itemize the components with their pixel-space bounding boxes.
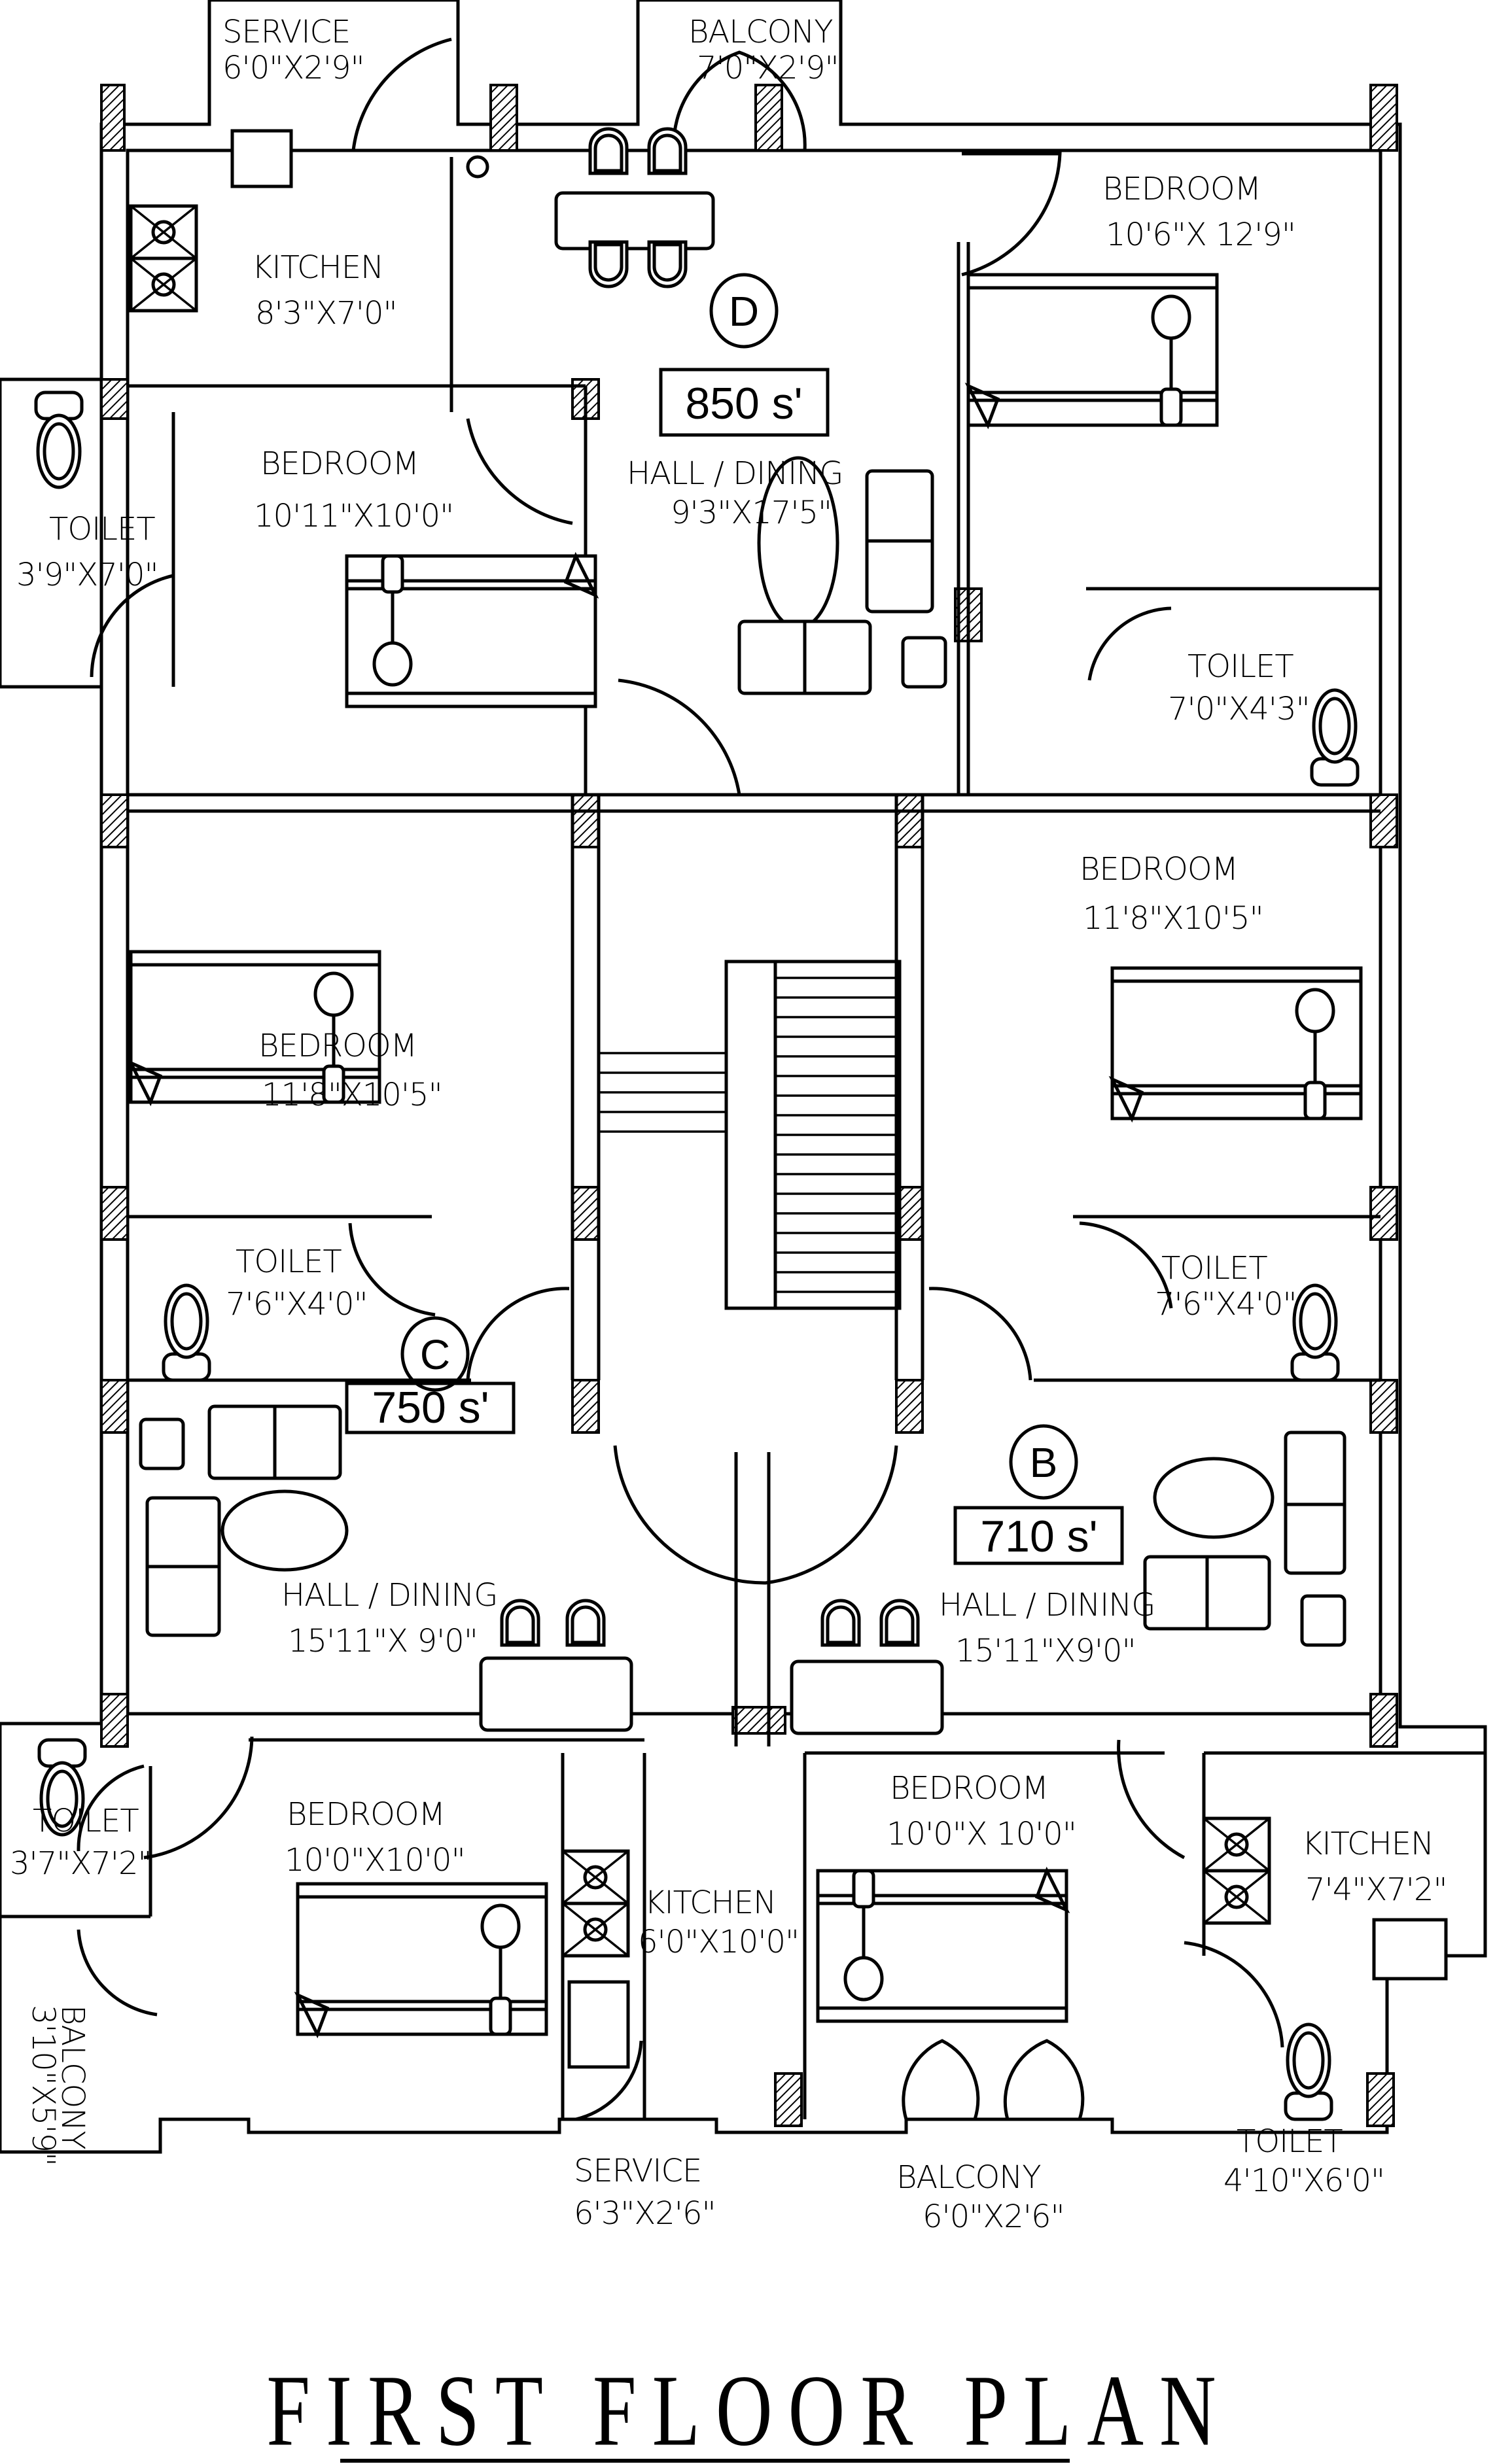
room-size: 15'11"X 9'0" xyxy=(288,1623,478,1659)
room-name: BEDROOM xyxy=(1102,171,1261,207)
room-service-c: SERVICE 6'3"X2'6" xyxy=(574,2153,716,2232)
room-name: KITCHEN xyxy=(644,1884,776,1921)
outer-walls xyxy=(0,0,1487,2154)
room-kitchen-b: KITCHEN 7'4"X7'2" xyxy=(1302,1826,1448,1908)
room-name: TOILET xyxy=(236,1243,342,1280)
room-size: 3'10"X5'9" xyxy=(25,2005,62,2166)
room-name: BALCONY xyxy=(54,2005,91,2149)
room-bedroom-b2: BEDROOM 10'0"X 10'0" xyxy=(887,1770,1077,1852)
unit-b-marker: B 710 s' xyxy=(953,1424,1124,1565)
plan-title: FIRST FLOOR PLAN xyxy=(266,2355,1231,2464)
room-size: 6'0"X2'6" xyxy=(923,2198,1064,2235)
unit-id: B xyxy=(1030,1439,1058,1486)
interior-walls xyxy=(0,157,1485,2119)
room-size: 7'6"X4'0" xyxy=(1155,1286,1297,1323)
room-name: KITCHEN xyxy=(1302,1826,1433,1862)
room-name: TOILET xyxy=(1237,2123,1343,2160)
door-swings xyxy=(77,37,1284,2121)
room-size: 10'0"X10'0" xyxy=(285,1842,465,1879)
unit-d-marker: D 850 s' xyxy=(659,273,830,437)
unit-c-marker: C 750 s' xyxy=(345,1316,516,1434)
unit-id: D xyxy=(729,288,759,335)
room-size: 6'0"X10'0" xyxy=(638,1924,799,1960)
structural-columns xyxy=(100,84,1398,2127)
room-toilet-c1: TOILET 7'6"X4'0" xyxy=(226,1243,368,1323)
room-name: HALL / DINING xyxy=(281,1577,497,1614)
room-name: HALL / DINING xyxy=(627,455,843,492)
room-kitchen-d: KITCHEN 8'3"X7'0" xyxy=(252,249,398,332)
room-name: BEDROOM xyxy=(260,445,419,482)
room-size: 3'9"X7'0" xyxy=(16,557,158,593)
room-size: 7'0"X4'3" xyxy=(1168,691,1310,727)
room-name: SERVICE xyxy=(574,2153,701,2189)
room-name: BEDROOM xyxy=(287,1796,445,1833)
room-bedroom-d1: BEDROOM 10'6"X 12'9" xyxy=(1102,171,1296,253)
room-hall-b: HALL / DINING 15'11"X9'0" xyxy=(939,1587,1155,1669)
room-name: TOILET xyxy=(1161,1250,1267,1287)
room-size: 8'3"X7'0" xyxy=(255,295,397,332)
room-bedroom-b1: BEDROOM 11'8"X10'5" xyxy=(1080,851,1264,937)
room-bedroom-d2: BEDROOM 10'11"X10'0" xyxy=(254,445,454,534)
staircase xyxy=(599,960,902,1310)
room-name: TOILET xyxy=(49,511,155,547)
room-size: 15'11"X9'0" xyxy=(955,1633,1136,1669)
room-size: 4'10"X6'0" xyxy=(1223,2162,1384,2199)
room-name: TOILET xyxy=(33,1803,139,1839)
room-size: 3'7"X7'2" xyxy=(10,1845,152,1882)
room-name: BALCONY xyxy=(688,14,833,50)
room-size: 10'0"X 10'0" xyxy=(887,1816,1076,1852)
room-toilet-d1: TOILET 3'9"X7'0" xyxy=(16,511,159,593)
room-name: BEDROOM xyxy=(258,1028,417,1064)
room-name: BEDROOM xyxy=(890,1770,1048,1807)
room-size: 10'11"X10'0" xyxy=(254,498,453,534)
dining-table xyxy=(554,191,715,251)
room-name: BALCONY xyxy=(896,2159,1041,2196)
room-name: HALL / DINING xyxy=(939,1587,1155,1623)
furniture xyxy=(36,129,1448,2119)
room-size: 7'0"X2'9" xyxy=(697,50,839,86)
room-name: BEDROOM xyxy=(1080,851,1238,888)
room-size: 7'4"X7'2" xyxy=(1305,1871,1447,1908)
room-name: TOILET xyxy=(1187,648,1293,685)
room-bedroom-c1: BEDROOM 11'8"X10'5" xyxy=(258,1028,443,1113)
room-name: KITCHEN xyxy=(252,249,383,286)
room-bedroom-c2: BEDROOM 10'0"X10'0" xyxy=(285,1796,466,1879)
unit-area: 850 s' xyxy=(685,379,802,428)
room-size: 9'3"X17'5" xyxy=(671,495,832,531)
room-size: 11'8"X10'5" xyxy=(262,1077,442,1113)
unit-markers: D 850 s' C 750 s' B 710 s' xyxy=(345,273,1124,1565)
unit-area: 710 s' xyxy=(980,1512,1097,1561)
room-toilet-c2: TOILET 3'7"X7'2" xyxy=(10,1803,152,1882)
room-toilet-d2: TOILET 7'0"X4'3" xyxy=(1168,648,1310,727)
unit-id: C xyxy=(420,1331,450,1378)
room-size: 10'6"X 12'9" xyxy=(1106,217,1295,253)
room-size: 7'6"X4'0" xyxy=(226,1286,368,1323)
unit-area: 750 s' xyxy=(372,1383,489,1432)
room-name: SERVICE xyxy=(222,14,350,50)
room-size: 6'0"X2'9" xyxy=(222,50,364,86)
room-size: 6'3"X2'6" xyxy=(574,2195,716,2232)
room-hall-c: HALL / DINING 15'11"X 9'0" xyxy=(281,1577,498,1659)
title-text: FIRST FLOOR PLAN xyxy=(266,2355,1231,2464)
room-size: 11'8"X10'5" xyxy=(1083,900,1263,937)
